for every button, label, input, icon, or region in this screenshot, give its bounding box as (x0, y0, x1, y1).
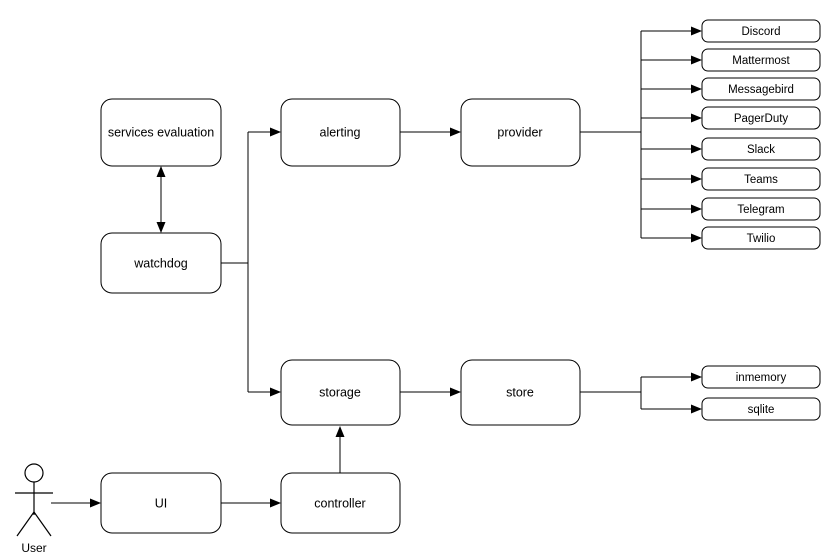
edge-provider-teams (641, 174, 702, 184)
node-provider-pagerduty-label: PagerDuty (734, 113, 789, 125)
node-ui-label: UI (155, 496, 168, 510)
edge-ui-controller (221, 498, 281, 508)
edge-provider-telegram (641, 204, 702, 214)
node-storage-label: storage (319, 385, 361, 399)
edge-provider-slack (641, 144, 702, 154)
node-store-sqlite[interactable]: sqlite (701, 397, 821, 421)
edge-alerting-provider (400, 127, 461, 137)
node-store[interactable]: store (460, 359, 581, 426)
node-storage[interactable]: storage (280, 359, 401, 426)
node-store-label: store (506, 385, 534, 399)
edge-provider-discord (641, 26, 702, 36)
node-watchdog[interactable]: watchdog (100, 232, 222, 294)
node-provider-discord-label: Discord (742, 26, 781, 38)
node-alerting-label: alerting (320, 125, 361, 139)
edge-storage-store (400, 387, 461, 397)
user-actor-label: User (21, 541, 46, 555)
node-provider-label: provider (497, 125, 542, 139)
node-provider-slack-label: Slack (747, 144, 775, 156)
edge-store-sqlite (641, 404, 702, 414)
node-services-evaluation-label: services evaluation (108, 125, 214, 139)
node-store-sqlite-label: sqlite (748, 404, 775, 416)
node-ui[interactable]: UI (100, 472, 222, 534)
node-provider-twilio-label: Twilio (747, 233, 776, 245)
node-controller-label: controller (314, 496, 365, 510)
edge-provider-pagerduty (641, 113, 702, 123)
user-actor-leg-right (33, 511, 52, 537)
node-provider-messagebird-label: Messagebird (728, 84, 794, 96)
node-provider-mattermost[interactable]: Mattermost (701, 48, 821, 72)
node-provider-twilio[interactable]: Twilio (701, 226, 821, 250)
node-provider-teams-label: Teams (744, 174, 778, 186)
edge-provider-mattermost (641, 55, 702, 65)
node-alerting[interactable]: alerting (280, 98, 401, 167)
node-provider-slack[interactable]: Slack (701, 137, 821, 161)
edge-user-ui (51, 498, 101, 508)
edge-provider-trunk (580, 31, 642, 238)
edge-watchdog-services-evaluation (156, 166, 166, 233)
edge-provider-messagebird (641, 84, 702, 94)
node-provider-pagerduty[interactable]: PagerDuty (701, 106, 821, 130)
edge-store-trunk (580, 377, 642, 409)
edge-controller-storage (335, 426, 345, 473)
node-store-inmemory[interactable]: inmemory (701, 365, 821, 389)
edge-watchdog-branch (221, 132, 249, 392)
user-actor[interactable]: User (15, 463, 53, 555)
user-actor-head (24, 463, 44, 483)
node-services-evaluation[interactable]: services evaluation (100, 98, 222, 167)
edge-store-inmemory (641, 372, 702, 382)
node-provider-telegram[interactable]: Telegram (701, 197, 821, 221)
node-provider-mattermost-label: Mattermost (732, 55, 790, 67)
edge-provider-twilio (641, 233, 702, 243)
node-provider-messagebird[interactable]: Messagebird (701, 77, 821, 101)
node-provider[interactable]: provider (460, 98, 581, 167)
node-provider-telegram-label: Telegram (737, 204, 784, 216)
edge-branch-alerting (248, 127, 281, 137)
node-controller[interactable]: controller (280, 472, 401, 534)
user-actor-leg-left (16, 511, 35, 537)
node-watchdog-label: watchdog (133, 256, 188, 270)
node-provider-discord[interactable]: Discord (701, 19, 821, 43)
node-store-inmemory-label: inmemory (736, 372, 787, 384)
edge-branch-storage (248, 387, 281, 397)
node-provider-teams[interactable]: Teams (701, 167, 821, 191)
